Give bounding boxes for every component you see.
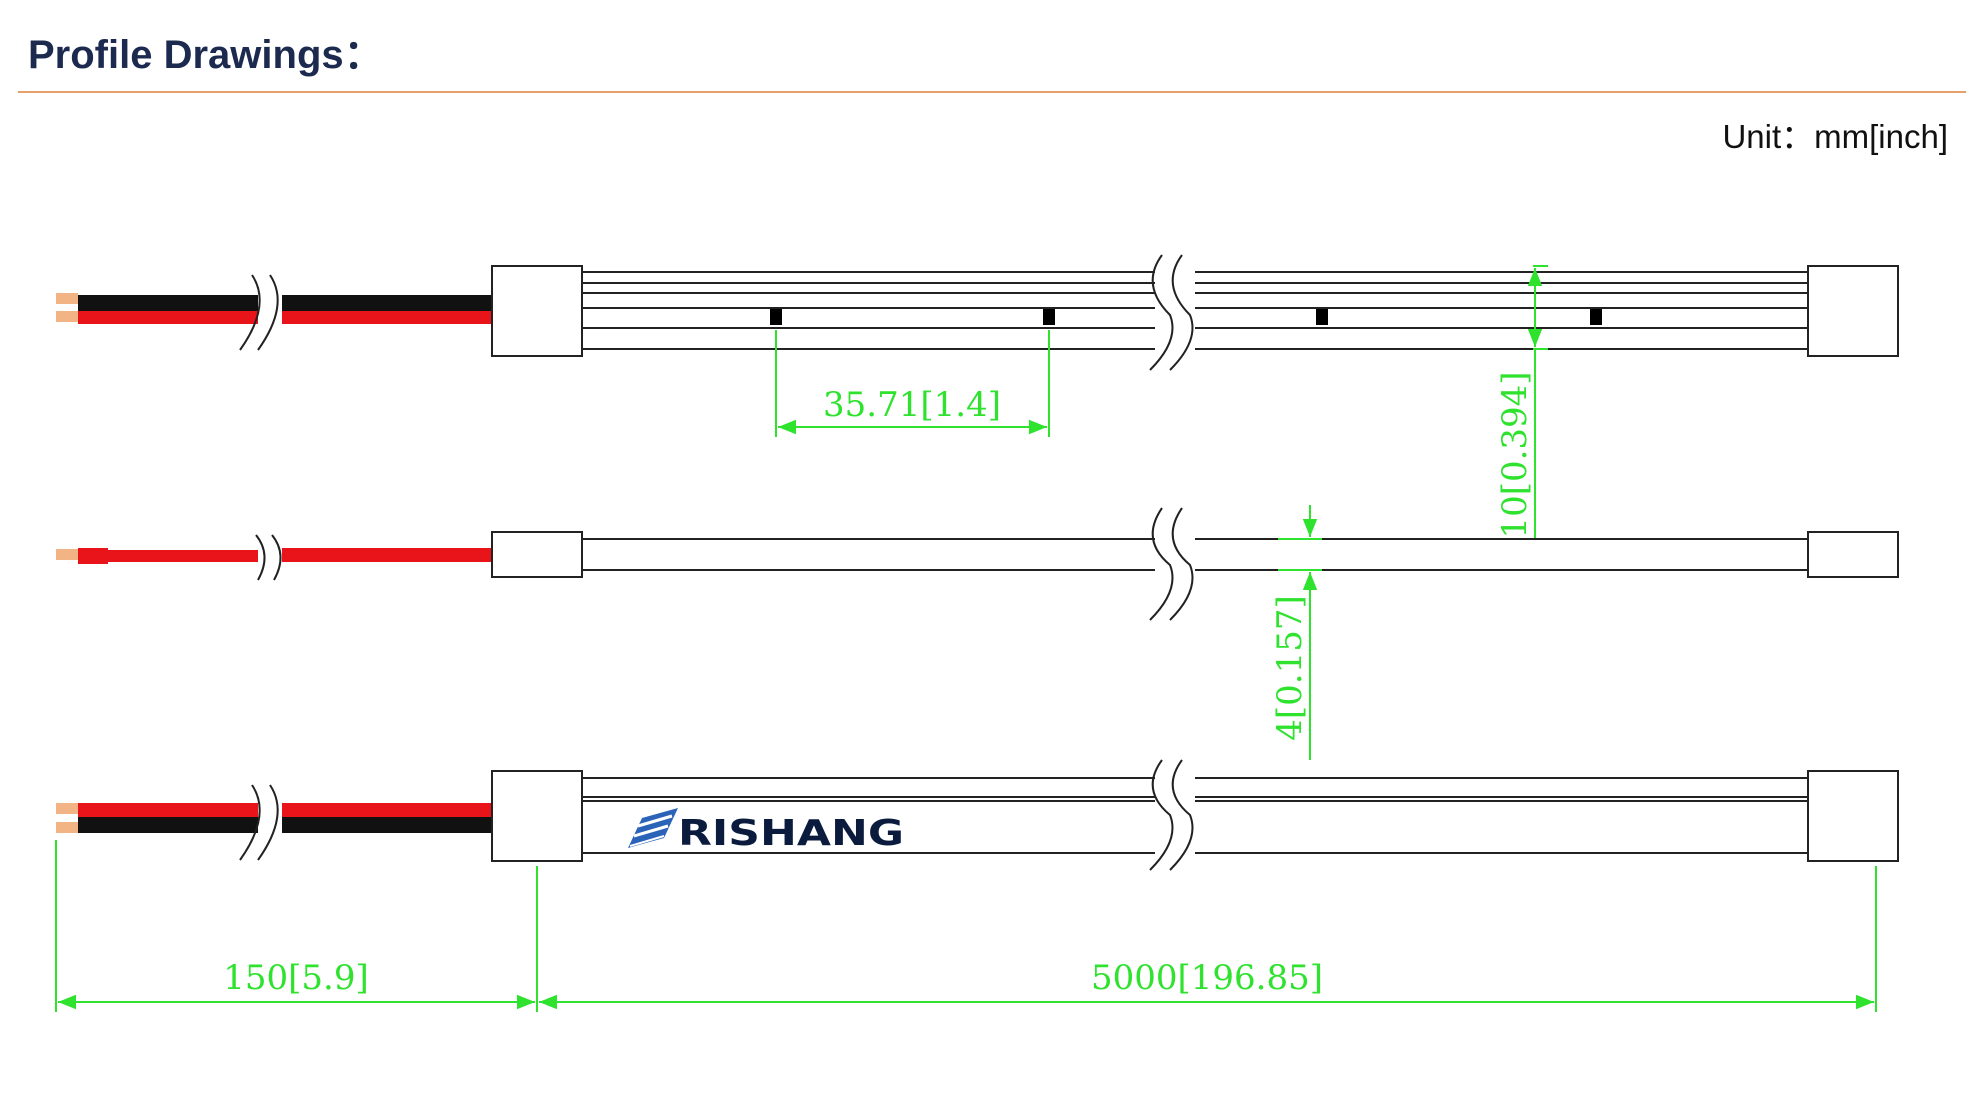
red-wire [108, 550, 258, 562]
led-chip [1043, 309, 1055, 325]
copper-tip [56, 803, 78, 814]
red-wire [282, 803, 492, 817]
break-mark [1169, 507, 1194, 621]
black-wire [78, 295, 258, 311]
end-cap-right [1807, 531, 1899, 578]
break-mark [239, 274, 261, 351]
bottom-view: RISHANG [56, 759, 1899, 871]
end-cap-left [491, 770, 583, 862]
break-gap [1155, 530, 1195, 580]
break-mark [255, 534, 266, 581]
end-cap-right [1807, 265, 1899, 357]
top-view [56, 254, 1899, 371]
side-view [56, 507, 1899, 621]
red-wire [78, 311, 258, 324]
dimension-led-pitch-label: 35.71[1.4] [823, 385, 1001, 425]
top-view-wires [56, 274, 492, 351]
unit-label: Unit：mm[inch] [1722, 118, 1948, 155]
break-mark [1149, 759, 1174, 871]
brand-name: RISHANG [678, 813, 904, 854]
dimension-width-label: 10[0.394] [1495, 371, 1535, 538]
break-mark [257, 274, 279, 351]
dimension-width [1527, 265, 1548, 540]
break-mark [1169, 254, 1194, 371]
logo-mark-icon [628, 808, 678, 848]
copper-tip [56, 549, 78, 560]
black-wire [78, 817, 258, 833]
dimension-led-pitch [775, 330, 1050, 437]
dimension-height [1278, 505, 1322, 760]
break-mark [271, 534, 282, 581]
dimension-height-label: 4[0.157] [1270, 595, 1310, 741]
red-wire [282, 548, 492, 562]
black-wire [282, 817, 492, 833]
dimension-wire-length-label: 150[5.9] [223, 958, 369, 998]
break-mark [1169, 759, 1194, 871]
end-cap-left [491, 265, 583, 357]
led-chip [1316, 309, 1328, 325]
red-wire [78, 803, 258, 817]
break-mark [1149, 507, 1174, 621]
break-mark [239, 784, 261, 861]
copper-tip [56, 311, 78, 322]
led-chip [1590, 309, 1602, 325]
red-wire [282, 311, 492, 324]
rishang-logo: RISHANG [628, 808, 904, 854]
break-mark [257, 784, 279, 861]
black-wire [282, 295, 492, 311]
dimension-wire-length [55, 840, 538, 1012]
copper-tip [56, 822, 78, 833]
end-cap-right [1807, 770, 1899, 862]
dimension-strip-length [539, 866, 1877, 1012]
end-cap-left [491, 531, 583, 578]
led-chip [770, 309, 782, 325]
header-divider [18, 91, 1966, 93]
dimension-strip-length-label: 5000[196.85] [1091, 958, 1323, 998]
page-title: Profile Drawings： [28, 33, 384, 77]
break-mark [1149, 254, 1174, 371]
copper-tip [56, 293, 78, 304]
red-wire [78, 548, 108, 564]
